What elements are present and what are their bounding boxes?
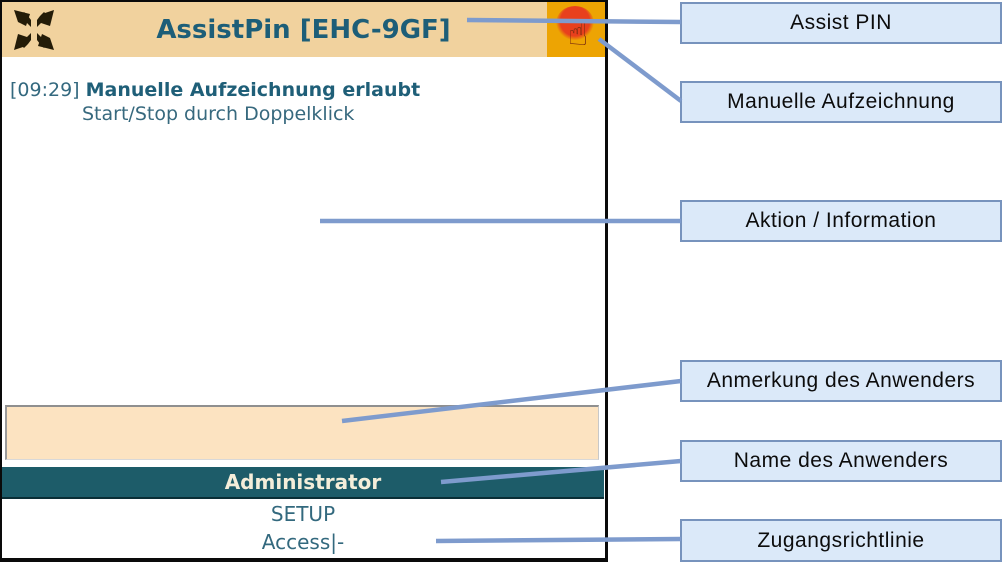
- access-policy: Access|-: [261, 530, 345, 554]
- app-window: AssistPin [EHC-9GF] ☝ [09:29] Manuelle A…: [0, 0, 608, 562]
- callout-label: Aktion / Information: [745, 209, 937, 232]
- callout-manuelle-aufzeichnung: Manuelle Aufzeichnung: [680, 81, 1002, 123]
- callout-label: Assist PIN: [790, 11, 892, 34]
- callout-anmerkung-des-anwenders: Anmerkung des Anwenders: [680, 360, 1002, 402]
- compress-arrows-icon[interactable]: [12, 8, 56, 52]
- callout-zugangsrichtlinie: Zugangsrichtlinie: [680, 519, 1002, 562]
- profile-name: SETUP: [270, 502, 336, 526]
- callout-name-des-anwenders: Name des Anwenders: [680, 440, 1002, 482]
- callout-label: Anmerkung des Anwenders: [706, 369, 976, 392]
- action-information-area[interactable]: [09:29] Manuelle Aufzeichnung erlaubt St…: [2, 57, 604, 405]
- callout-assist-pin: Assist PIN: [680, 2, 1002, 44]
- log-detail: Start/Stop durch Doppelklick: [82, 103, 355, 125]
- title-bar[interactable]: AssistPin [EHC-9GF] ☝: [2, 2, 605, 57]
- log-timestamp: [09:29]: [10, 79, 80, 101]
- callout-label: Name des Anwenders: [733, 449, 949, 472]
- callout-label: Zugangsrichtlinie: [757, 528, 925, 552]
- user-note-input[interactable]: [5, 405, 599, 460]
- callout-label: Manuelle Aufzeichnung: [727, 90, 955, 113]
- window-title: AssistPin [EHC-9GF]: [156, 14, 451, 45]
- log-entry: [09:29] Manuelle Aufzeichnung erlaubt: [10, 79, 420, 101]
- user-name: Administrator: [224, 470, 382, 494]
- log-message: Manuelle Aufzeichnung erlaubt: [85, 79, 421, 101]
- connector-manuelle-aufzeichnung: [597, 37, 683, 103]
- hand-touch-icon: ☝: [567, 13, 589, 54]
- user-name-bar: Administrator: [2, 467, 604, 499]
- manual-recording-button[interactable]: ☝: [547, 2, 605, 57]
- callout-aktion-information: Aktion / Information: [680, 200, 1002, 242]
